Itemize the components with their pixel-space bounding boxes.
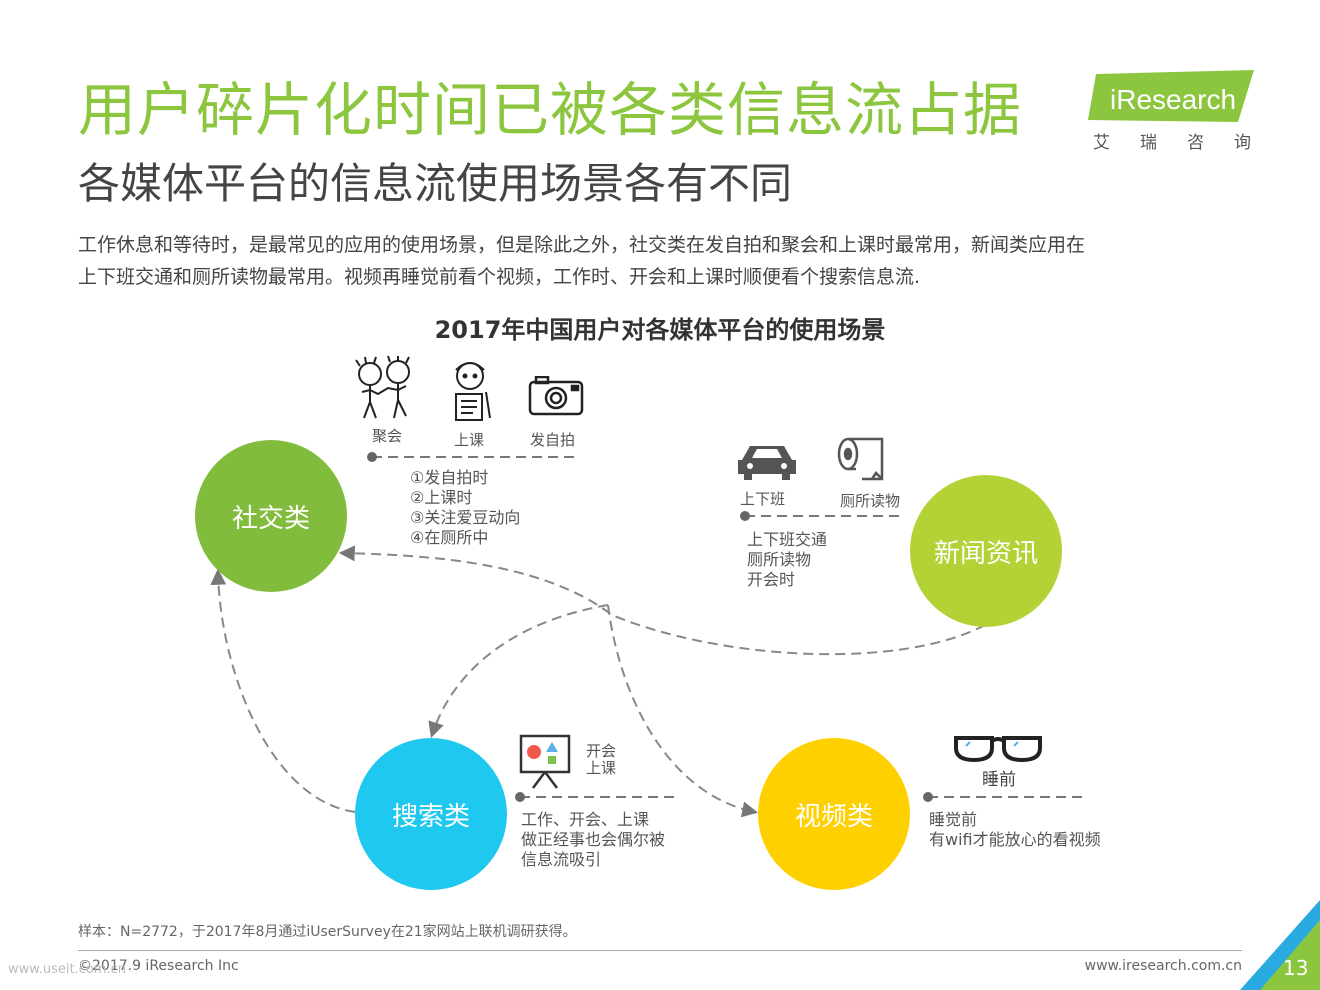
search-icon-label-meeting: 开会 [586,742,617,760]
description-line-1: 工作休息和等待时，是最常见的应用的使用场景，但是除此之外，社交类在发自拍和聚会和… [78,234,1086,256]
search-circle: 搜索类 [355,738,507,890]
arrow-hub-to-video [607,604,759,818]
search-note-3: 信息流吸引 [521,850,602,869]
glasses-icon [954,736,1042,763]
social-icon-label-party: 聚会 [372,427,403,445]
arrow-news-to-social [338,545,986,656]
page-number: 13 [1283,956,1309,980]
copyright: ©2017.9 iResearch Inc [78,958,239,974]
watermark: www.useit.com.cn [8,962,126,977]
video-note-1: 睡觉前 [929,810,978,829]
news-icon-label-toilet: 厕所读物 [840,492,901,510]
diagram-title: 2017年中国用户对各媒体平台的使用场景 [434,316,886,344]
car-icon [738,446,796,480]
video-circle: 视频类 [758,738,910,890]
page-subtitle: 各媒体平台的信息流使用场景各有不同 [78,159,793,208]
iresearch-logo [1088,70,1254,122]
video-label: 视频类 [794,801,873,832]
logo-text: iResearch [1110,84,1237,115]
arrow-search-to-social [210,568,356,813]
news-label: 新闻资讯 [933,538,1038,569]
search-note-1: 工作、开会、上课 [521,810,650,829]
search-icon-label-class: 上课 [586,759,617,777]
news-note-3: 开会时 [747,570,796,589]
search-note-2: 做正经事也会偶尔被 [521,830,666,849]
search-label: 搜索类 [391,801,470,832]
social-icon-label-class: 上课 [454,431,485,449]
presentation-board-icon [519,734,571,789]
social-note-4: ④在厕所中 [410,528,489,547]
website-link[interactable]: www.iresearch.com.cn [1084,958,1242,974]
description-line-2: 上下班交通和厕所读物最常用。视频再睡觉前看个视频，工作时、开会和上课时顺便看个搜… [78,266,921,288]
social-circle: 社交类 [195,440,347,592]
camera-icon [528,376,584,416]
news-note-1: 上下班交通 [747,530,828,549]
page-title: 用户碎片化时间已被各类信息流占据 [78,76,1023,144]
logo-chinese: 艾瑞咨询 [1093,133,1281,153]
party-icon [355,356,410,419]
arrow-hub-to-search [428,604,609,739]
social-note-1: ①发自拍时 [410,468,489,487]
video-note-2: 有wifi才能放心的看视频 [929,830,1101,849]
social-note-3: ③关注爱豆动向 [410,508,521,527]
news-icon-label-car: 上下班 [740,490,786,508]
social-label: 社交类 [231,503,310,534]
class-icon [455,362,491,421]
sample-note: 样本：N=2772，于2017年8月通过iUserSurvey在21家网站上联机… [78,924,577,940]
corner-decoration [1240,900,1320,990]
social-icon-label-camera: 发自拍 [530,431,576,449]
video-icon-label-sleep: 睡前 [982,770,1016,790]
news-circle: 新闻资讯 [910,475,1062,627]
news-note-2: 厕所读物 [747,550,812,569]
social-note-2: ②上课时 [410,488,473,507]
footer-divider [78,950,1242,951]
toilet-paper-icon [837,437,884,481]
